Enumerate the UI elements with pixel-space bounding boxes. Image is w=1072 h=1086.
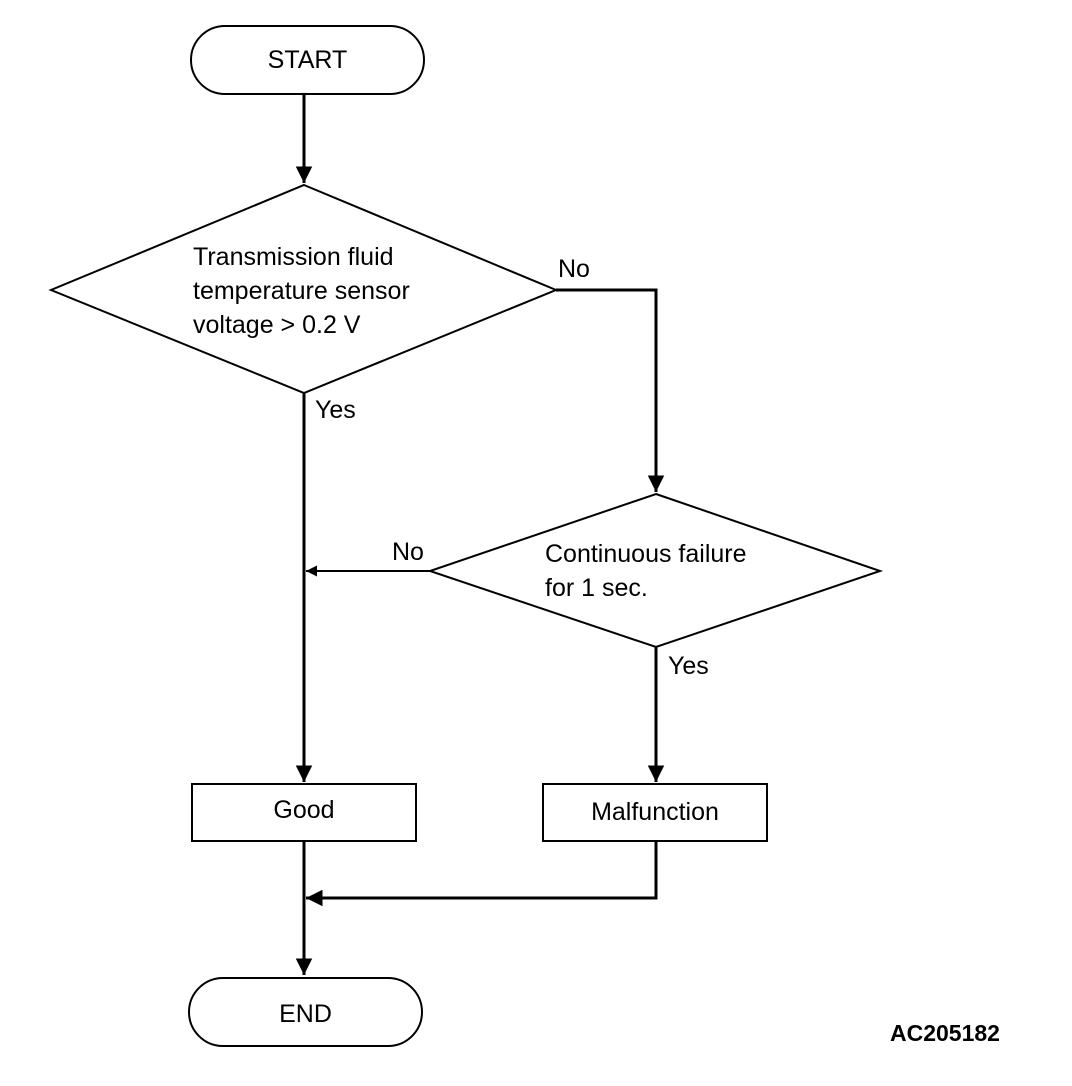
start-label: START bbox=[267, 46, 348, 74]
end-terminator bbox=[188, 977, 423, 1047]
decision1-text-line3: voltage > 0.2 V bbox=[193, 311, 361, 339]
decision1-no-label: No bbox=[558, 255, 590, 283]
decision2-text-line1: Continuous failure bbox=[545, 540, 747, 568]
decision1-text-line2: temperature sensor bbox=[193, 277, 410, 305]
connector-decision1-no bbox=[556, 288, 665, 492]
decision1-yes-label: Yes bbox=[315, 396, 356, 424]
decision2-no-label: No bbox=[392, 538, 424, 566]
good-label: Good bbox=[273, 796, 335, 824]
end-label: END bbox=[279, 1000, 332, 1028]
decision1-text-line1: Transmission fluid bbox=[193, 243, 394, 271]
start-terminator bbox=[190, 25, 425, 95]
decision2-yes-label: Yes bbox=[668, 652, 709, 680]
decision2-text-line2: for 1 sec. bbox=[545, 574, 648, 602]
connector-malfunction-to-end bbox=[306, 841, 658, 907]
malfunction-label: Malfunction bbox=[591, 798, 719, 826]
good-box bbox=[191, 783, 417, 842]
figure-reference-number: AC205182 bbox=[890, 1020, 1000, 1046]
malfunction-box bbox=[542, 783, 768, 842]
